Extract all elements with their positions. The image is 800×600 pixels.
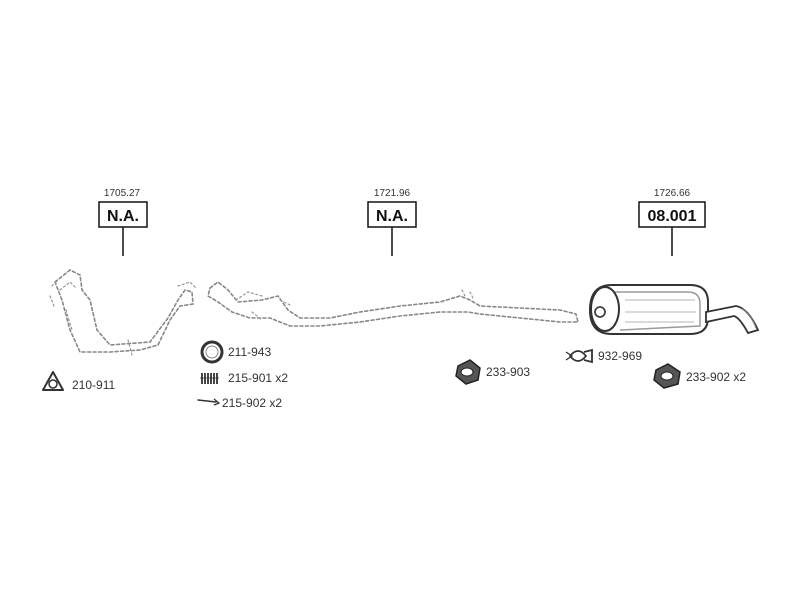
spring-icon bbox=[200, 373, 219, 384]
part-ring-gasket[interactable]: 211-943 bbox=[200, 340, 271, 364]
rear-muffler-drawing bbox=[588, 284, 760, 335]
rubber-mount-icon bbox=[455, 359, 481, 385]
rubber-mount-icon bbox=[653, 363, 681, 389]
middle-pipe-outline bbox=[207, 280, 580, 327]
section-ref-2: 1721.96 bbox=[374, 188, 411, 199]
part-number-932-969: 932-969 bbox=[598, 349, 642, 363]
section-ref-3: 1726.66 bbox=[654, 188, 691, 199]
section-code-box-3[interactable] bbox=[638, 201, 706, 228]
ring-gasket-icon bbox=[200, 340, 224, 364]
part-gasket-triangle[interactable]: 210-911 bbox=[42, 371, 115, 392]
bolt-icon bbox=[197, 398, 221, 406]
section-code-2: N.A. bbox=[376, 208, 408, 225]
section-ref-1: 1705.27 bbox=[104, 188, 141, 199]
section-code-box-2[interactable] bbox=[367, 201, 417, 228]
section-code-1: N.A. bbox=[107, 208, 139, 225]
gasket-triangle-icon bbox=[42, 371, 64, 391]
section-code-3: 08.001 bbox=[648, 208, 697, 225]
part-clamp[interactable]: 932-969 bbox=[565, 348, 642, 364]
part-rubber-mount-right[interactable]: 233-902 x2 bbox=[653, 363, 746, 389]
part-rubber-mount-mid[interactable]: 233-903 bbox=[455, 359, 530, 385]
part-number-233-902: 233-902 x2 bbox=[686, 370, 746, 384]
section-middle-pipe: 1721.96 N.A. bbox=[207, 188, 580, 327]
part-number-215-902: 215-902 x2 bbox=[222, 396, 282, 410]
section-rear-muffler: 1726.66 08.001 bbox=[588, 188, 760, 335]
part-bolt[interactable]: 215-902 x2 bbox=[197, 396, 282, 410]
part-spring[interactable]: 215-901 x2 bbox=[200, 371, 288, 385]
part-number-215-901: 215-901 x2 bbox=[228, 371, 288, 385]
section-front-pipe: 1705.27 N.A. bbox=[49, 188, 197, 356]
front-pipe-outline bbox=[49, 269, 197, 356]
part-number-211-943: 211-943 bbox=[228, 345, 271, 359]
part-number-233-903: 233-903 bbox=[486, 365, 530, 379]
clamp-icon bbox=[565, 348, 593, 364]
part-number-210-911: 210-911 bbox=[72, 378, 115, 392]
